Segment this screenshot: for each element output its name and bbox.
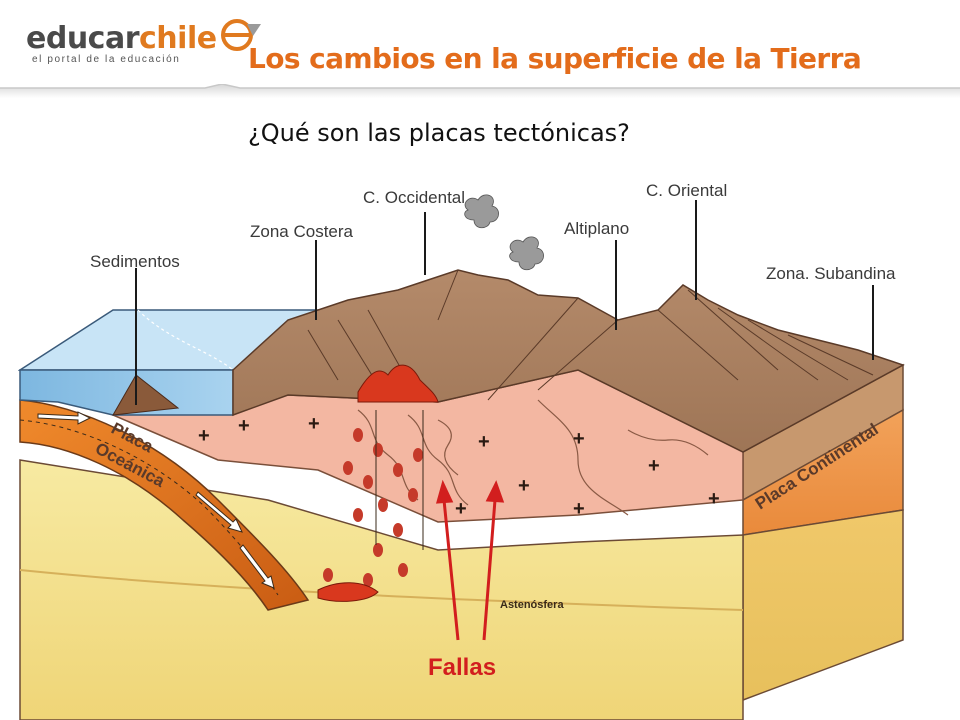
logo-tagline: el portal de la educación bbox=[32, 54, 181, 65]
label-pointers bbox=[135, 200, 874, 405]
tectonic-plates-diagram: + + + + + + + + + + bbox=[18, 181, 905, 720]
svg-text:+: + bbox=[648, 455, 660, 477]
slide-header: educarchile el portal de la educación Lo… bbox=[0, 0, 960, 100]
label-altiplano: Altiplano bbox=[564, 219, 629, 238]
svg-text:+: + bbox=[573, 428, 585, 450]
volcanic-smoke bbox=[464, 194, 544, 271]
logo-wordmark: educarchile bbox=[26, 18, 263, 56]
svg-text:+: + bbox=[518, 475, 530, 497]
label-fallas: Fallas bbox=[428, 654, 496, 681]
svg-text:+: + bbox=[198, 425, 210, 447]
granite-plus-marks: + + + + + + + + + + bbox=[198, 413, 720, 520]
label-zona-costera: Zona Costera bbox=[250, 222, 354, 241]
label-c-oriental: C. Oriental bbox=[646, 181, 727, 200]
svg-text:+: + bbox=[708, 488, 720, 510]
label-astenosfera: Astenósfera bbox=[500, 599, 564, 611]
label-sedimentos: Sedimentos bbox=[90, 252, 180, 271]
magma-chamber bbox=[317, 582, 379, 602]
plate-motion-arrows bbox=[37, 411, 275, 589]
lava-domes bbox=[357, 364, 439, 403]
magma-droplets bbox=[323, 428, 423, 587]
svg-text:+: + bbox=[478, 431, 490, 453]
svg-text:+: + bbox=[455, 498, 467, 520]
logo-mark-icon bbox=[220, 19, 261, 51]
header-divider bbox=[0, 84, 960, 98]
svg-text:+: + bbox=[308, 413, 320, 435]
slide-title: Los cambios en la superficie de la Tierr… bbox=[248, 42, 862, 75]
educarchile-logo[interactable]: educarchile el portal de la educación bbox=[26, 18, 261, 76]
svg-text:+: + bbox=[573, 498, 585, 520]
oceanic-plate bbox=[19, 399, 310, 611]
fault-arrows bbox=[435, 479, 505, 641]
svg-text:+: + bbox=[238, 415, 250, 437]
slide-subtitle: ¿Qué son las placas tectónicas? bbox=[248, 119, 630, 147]
sediment-wedge bbox=[112, 374, 180, 416]
label-zona-subandina: Zona. Subandina bbox=[766, 264, 896, 283]
andes-mountains bbox=[232, 269, 905, 453]
label-c-occidental: C. Occidental bbox=[363, 188, 465, 207]
